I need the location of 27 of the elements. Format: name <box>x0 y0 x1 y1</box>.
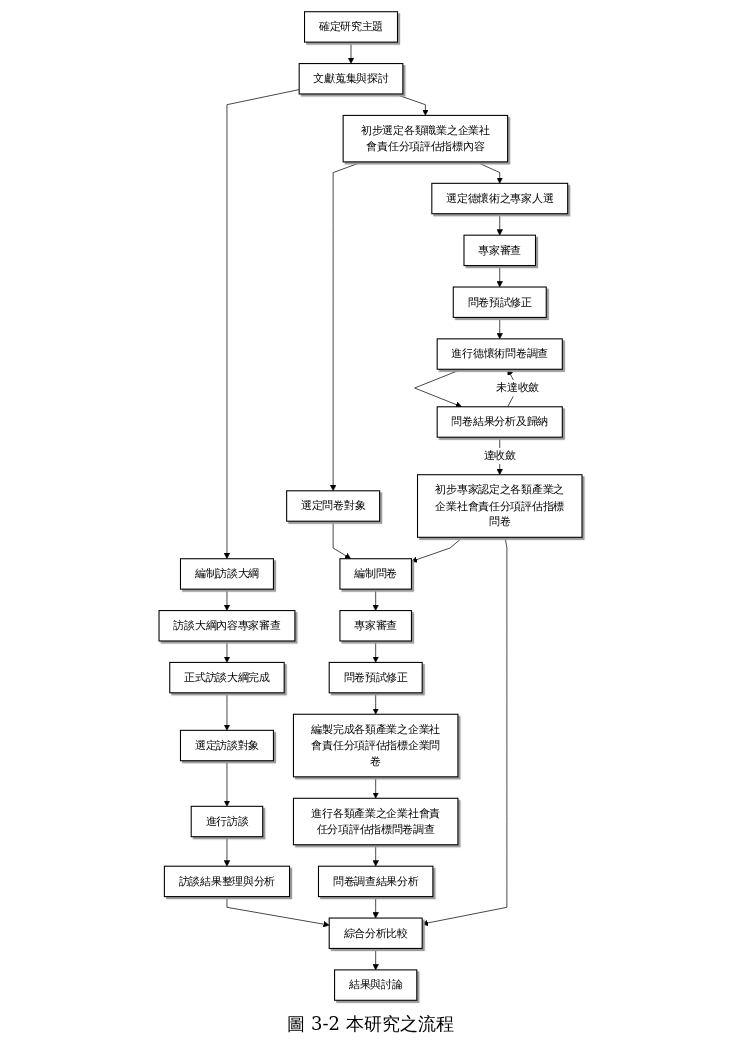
figure-caption: 圖 3-2 本研究之流程 <box>287 1012 454 1036</box>
node-box: 確定研究主題 <box>304 11 399 43</box>
node-box: 初步選定各類職業之企業社會責任分項評估指標內容 <box>342 114 509 163</box>
node-box: 正式訪談大綱完成 <box>169 661 285 694</box>
node-box: 初步專家認定之各類產業之企業社會責任分項評估指標問卷 <box>416 474 583 538</box>
edge-label: 未達收斂 <box>496 381 540 395</box>
node-box: 編制問卷 <box>339 558 412 590</box>
node-box: 問卷預試修正 <box>452 286 547 318</box>
node-box: 專家審查 <box>339 610 412 642</box>
edge-label: 達收斂 <box>483 449 516 463</box>
node-box: 結果與討論 <box>334 969 418 1001</box>
node-box: 選定問卷對象 <box>286 490 381 522</box>
node-box: 訪談結果整理與分析 <box>163 865 291 898</box>
node-box: 專家審查 <box>463 234 537 267</box>
node-box: 綜合分析比較 <box>328 917 423 949</box>
node-box: 選定德懷術之專家人選 <box>431 182 569 215</box>
node-box: 編製完成各類產業之企業社會責任分項評估指標企業問卷 <box>292 713 459 778</box>
node-box: 進行德懷術問卷調查 <box>436 338 563 370</box>
node-box: 選定訪談對象 <box>179 729 274 762</box>
node-box: 進行訪談 <box>190 805 264 838</box>
node-box: 問卷預試修正 <box>328 661 423 694</box>
node-box: 問卷調查結果分析 <box>317 865 434 898</box>
node-box: 進行各類產業之企業社會責任分項評估指標問卷調查 <box>292 797 459 846</box>
node-box: 文獻蒐集與探討 <box>298 63 404 95</box>
node-box: 問卷結果分析及歸納 <box>436 406 563 438</box>
node-box: 編制訪談大綱 <box>179 558 274 590</box>
node-box: 訪談大綱內容專家審查 <box>158 610 296 642</box>
